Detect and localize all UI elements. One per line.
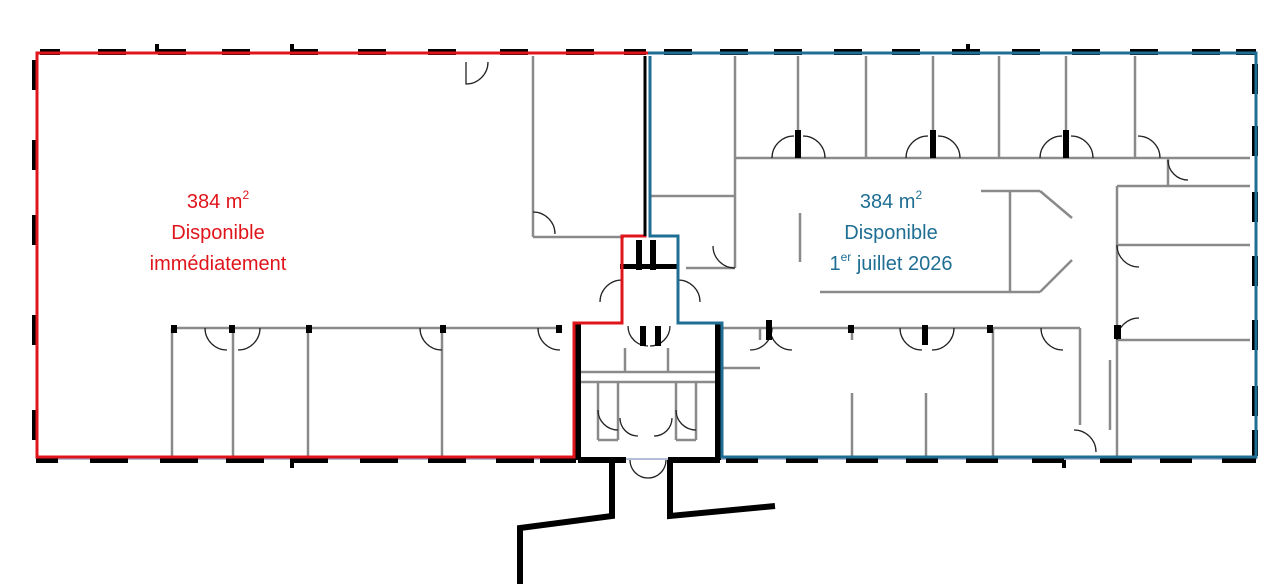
lot-west-availability-date: immédiatement [149, 253, 287, 275]
lot-east-area: 384 m2 [859, 188, 923, 213]
lot-west-outline [35, 51, 648, 459]
lot-east-outline [648, 51, 1258, 459]
lot-west-label: 384 m2 Disponible immédiatement [98, 187, 338, 280]
lot-east-availability: Disponible [844, 222, 938, 244]
lot-west-availability: Disponible [171, 222, 265, 244]
entrance-walls [517, 323, 776, 584]
lot-east-label: 384 m2 Disponible 1er juillet 2026 [771, 187, 1011, 280]
lot-east-availability-date: 1er juillet 2026 [829, 250, 953, 275]
wall-stubs [171, 130, 1121, 346]
lot-west-area: 384 m2 [186, 188, 250, 213]
